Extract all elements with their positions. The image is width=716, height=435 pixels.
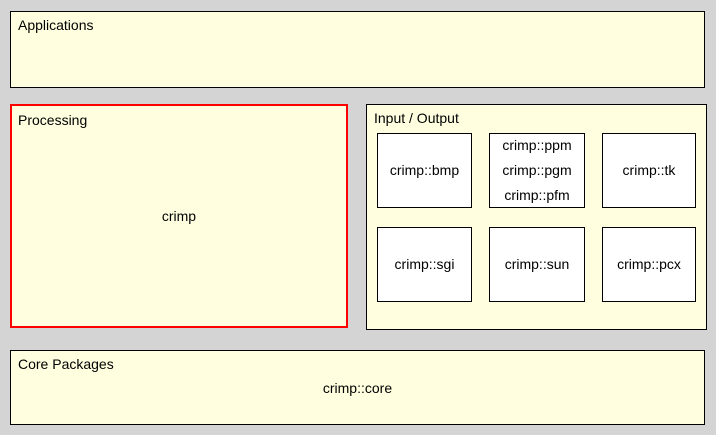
node-crimp-pgm-label: crimp::pgm — [502, 162, 572, 178]
node-crimp-pfm-label: crimp::pfm — [504, 187, 570, 203]
cluster-core-packages-label: Core Packages — [18, 356, 114, 372]
node-crimp-bmp: crimp::bmp — [377, 133, 472, 208]
node-crimp-sgi-label: crimp::sgi — [394, 256, 455, 272]
node-crimp-core: crimp::core — [322, 379, 393, 396]
node-crimp: crimp — [161, 208, 197, 224]
cluster-processing-label: Processing — [18, 112, 88, 128]
node-crimp-sgi: crimp::sgi — [377, 227, 472, 302]
node-crimp-sun: crimp::sun — [489, 227, 585, 302]
node-crimp-pcx: crimp::pcx — [602, 227, 696, 302]
cluster-processing: Processing crimp — [10, 104, 348, 328]
node-crimp-pnm-group: crimp::ppm crimp::pgm crimp::pfm — [489, 133, 585, 208]
node-crimp-bmp-label: crimp::bmp — [389, 162, 460, 178]
node-crimp-pcx-label: crimp::pcx — [617, 256, 681, 272]
node-crimp-tk: crimp::tk — [602, 133, 696, 208]
cluster-applications: Applications — [10, 11, 705, 88]
node-crimp-sun-label: crimp::sun — [504, 256, 570, 272]
cluster-applications-label: Applications — [18, 17, 94, 33]
cluster-input-output: Input / Output crimp::bmp crimp::ppm cri… — [366, 104, 707, 330]
node-crimp-ppm-label: crimp::ppm — [502, 137, 572, 153]
node-crimp-tk-label: crimp::tk — [622, 162, 676, 178]
cluster-input-output-label: Input / Output — [374, 110, 459, 126]
cluster-core-packages: Core Packages crimp::core — [10, 350, 705, 425]
